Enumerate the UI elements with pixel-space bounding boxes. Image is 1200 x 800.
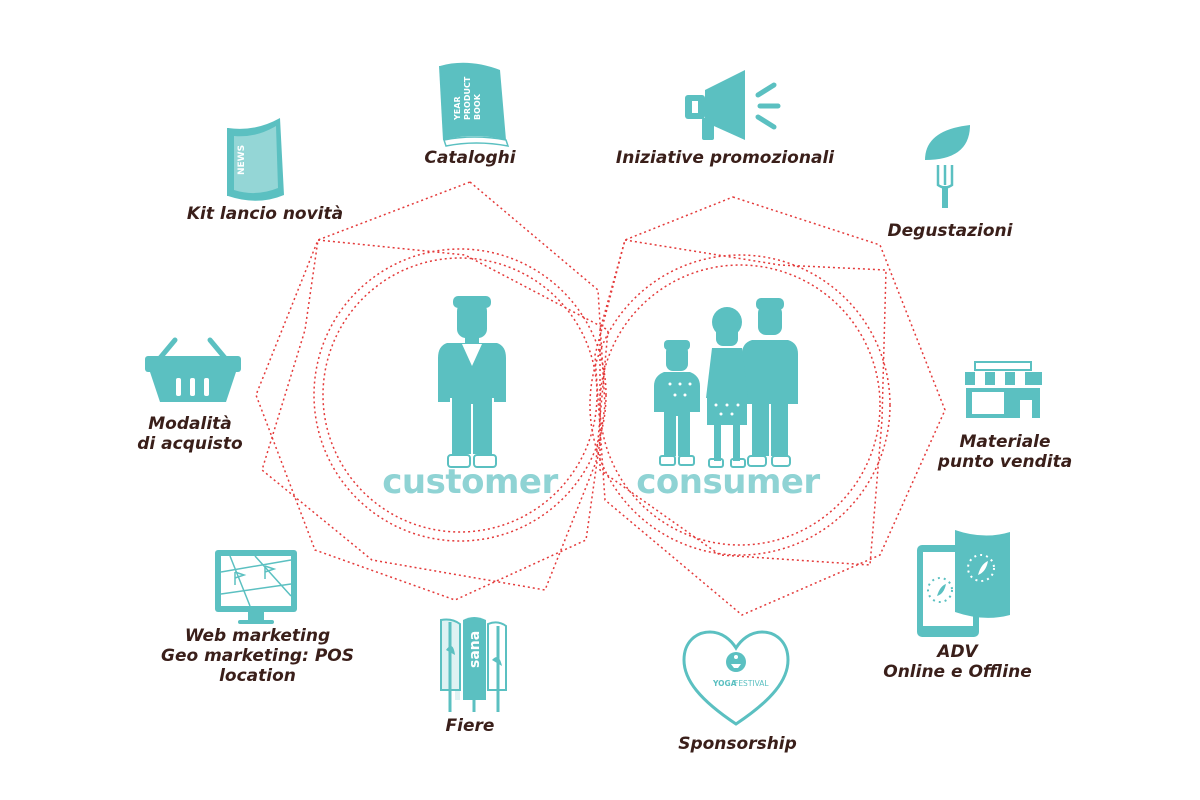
shopping-basket-icon <box>145 337 241 402</box>
trade-fair-flags-icon: sana <box>440 617 507 712</box>
dotted-circle-right-outer <box>589 254 891 556</box>
label-sponsorship: Sponsorship <box>678 734 797 754</box>
customer-label: customer <box>382 462 558 502</box>
dotted-flower-left <box>255 181 609 601</box>
map-monitor-icon <box>215 550 297 624</box>
label-adv-online-offline: ADV Online e Offline <box>883 642 1032 682</box>
label-fiere: Fiere <box>445 716 495 736</box>
customer-figure-icon <box>438 296 506 468</box>
tablet-flyer-icon <box>917 530 1010 637</box>
label-web-geo-marketing: Web marketing Geo marketing: POS locatio… <box>161 626 354 686</box>
news-booklet-icon: NEWS <box>227 118 284 201</box>
catalog-icon-text-3: BOOK <box>473 93 482 120</box>
label-kit-lancio-novita: Kit lancio novità <box>186 204 344 224</box>
dotted-flower-right <box>589 196 946 616</box>
dotted-petal-left-a <box>255 181 606 601</box>
dotted-petal-right-a <box>594 196 946 616</box>
storefront-icon <box>965 361 1042 418</box>
dotted-circle-left-outer <box>313 248 607 542</box>
dotted-circle-right-inner <box>599 264 881 546</box>
dotted-petal-left-b <box>261 239 609 591</box>
label-iniziative-promozionali: Iniziative promozionali <box>615 148 835 168</box>
sana-icon-text: sana <box>467 631 483 668</box>
label-materiale-punto-vendita: Materiale punto vendita <box>937 432 1073 472</box>
catalog-icon-text-2: PRODUCT <box>463 76 472 120</box>
label-degustazioni: Degustazioni <box>887 221 1013 241</box>
consumer-family-icon <box>654 298 798 468</box>
catalog-icon-text-1: YEAR <box>453 96 462 121</box>
catalog-book-icon: YEAR PRODUCT BOOK <box>439 62 510 147</box>
heart-yogafestival-icon: YOGA FESTIVAL <box>682 630 790 726</box>
leaf-fork-icon <box>925 125 970 208</box>
label-cataloghi: Cataloghi <box>424 148 516 168</box>
consumer-label: consumer <box>636 462 820 502</box>
label-modalita-di-acquisto: Modalità di acquisto <box>137 414 243 454</box>
yoga-icon-text: YOGA <box>712 679 737 688</box>
news-icon-text: NEWS <box>237 145 247 175</box>
festival-icon-text: FESTIVAL <box>734 679 769 688</box>
megaphone-icon <box>685 70 781 140</box>
dotted-circle-left-inner <box>322 257 598 533</box>
